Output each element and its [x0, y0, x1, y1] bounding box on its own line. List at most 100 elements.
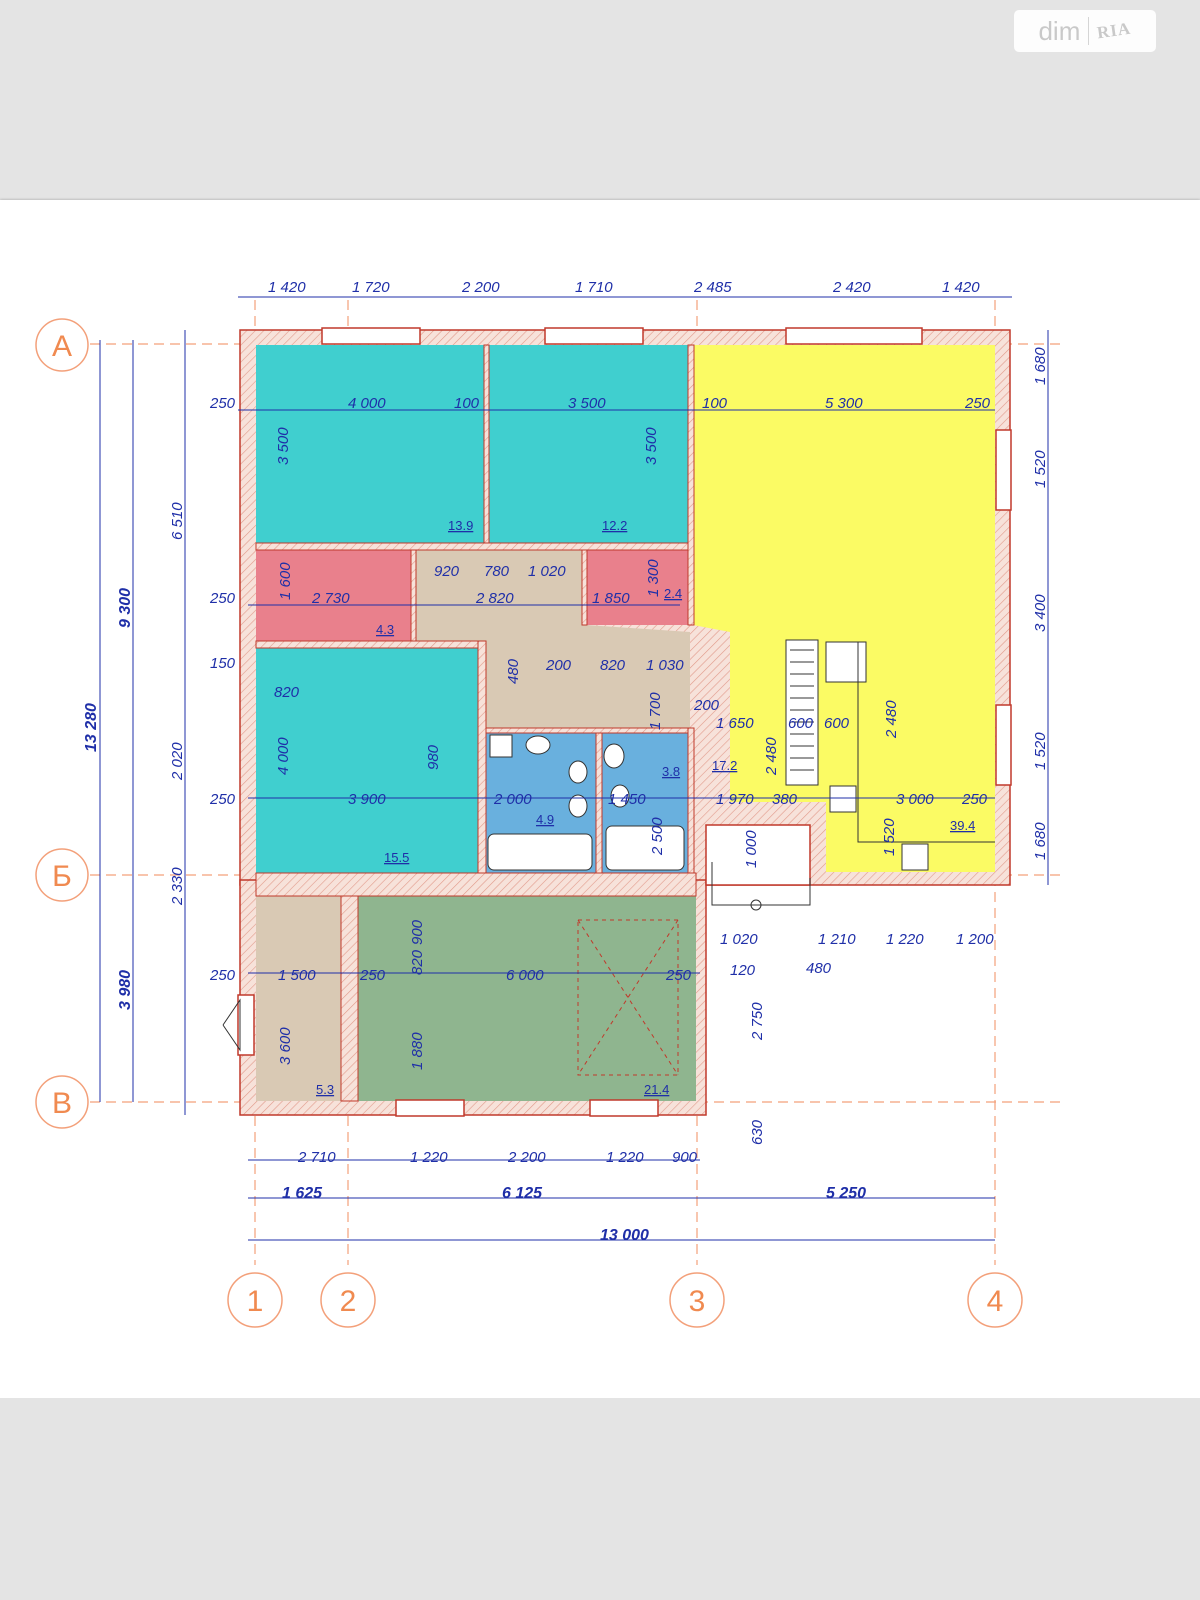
dim-hall-width: 2 820 [475, 590, 514, 607]
dim-left-c: 2 330 [169, 867, 186, 906]
dim-garage-900: 900 [409, 919, 426, 945]
dim-out-1200: 1 200 [956, 931, 994, 948]
dim-bottom-6: 1 625 [282, 1185, 323, 1202]
dim-380: 380 [772, 791, 798, 808]
entry-recess [705, 824, 811, 886]
bottom-background [0, 1398, 1200, 1600]
dim-r2-width: 3 500 [568, 395, 606, 412]
axis-bubble-v [35, 1075, 89, 1129]
dim-top-1: 1 420 [268, 279, 306, 296]
dim-600b: 600 [824, 715, 850, 732]
dims-left: 13 280 9 300 3 980 6 510 2 020 2 330 [83, 502, 186, 1010]
garage-skylight [577, 919, 679, 1076]
dim-hall2: 1 970 [716, 791, 754, 808]
kitchen-layout [785, 639, 995, 871]
axis-label-1: 1 [247, 1285, 264, 1318]
dim-top-6: 2 420 [832, 279, 871, 296]
bedroom-3-fill [256, 648, 478, 873]
dim-right-5: 1 680 [1032, 822, 1049, 860]
dim-w2-width: 1 850 [592, 590, 630, 607]
dim-w2-height: 1 300 [645, 559, 662, 597]
stair-treads [790, 649, 814, 771]
bathtub-2-icon [605, 825, 685, 871]
dim-top-4: 1 710 [575, 279, 613, 296]
dim-bottom-7: 6 125 [502, 1185, 543, 1202]
bedroom-2-fill [488, 345, 688, 543]
area-bedroom-2: 12.2 [602, 518, 627, 533]
dims-right: 1 680 1 520 3 400 1 520 1 680 [1032, 347, 1049, 860]
dim-kit-250: 250 [961, 791, 988, 808]
dim-top-5: 2 485 [693, 279, 732, 296]
axis-bubble-4 [967, 1272, 1023, 1328]
dim-left-lower: 3 980 [117, 970, 134, 1010]
shower-icon [489, 734, 513, 758]
dim-1030: 1 030 [646, 657, 684, 674]
area-garage: 21.4 [644, 1082, 669, 1097]
dim-b2-width: 1 450 [608, 791, 646, 808]
interior-walls [255, 344, 697, 1102]
radiator-stair [785, 639, 819, 786]
dim-bottom-5: 900 [672, 1149, 698, 1166]
dim-left-250-4: 250 [209, 967, 236, 984]
dim-left-250-2: 250 [209, 590, 236, 607]
stove-icon [829, 785, 857, 813]
dim-w1-width: 2 730 [311, 590, 350, 607]
dim-out-1220: 1 220 [886, 931, 924, 948]
dim-kit-2480: 2 480 [883, 700, 900, 739]
dim-left-upper: 9 300 [117, 588, 134, 628]
living-room-fill [693, 345, 995, 872]
dim-porch-height: 3 600 [277, 1027, 294, 1065]
axis-label-3: 3 [689, 1285, 706, 1318]
dim-liv-250: 250 [964, 395, 991, 412]
watermark-brand: dim [1038, 15, 1081, 46]
dims-inner: 4 000 3 500 3 500 3 500 100 5 300 250 25… [209, 395, 994, 1145]
area-living: 39.4 [950, 818, 975, 833]
dim-b2-height: 2 500 [649, 817, 666, 856]
fridge [825, 641, 867, 683]
axis-markers: А Б В 1 2 3 4 [35, 318, 1023, 1328]
dim-600a: 600 [788, 715, 814, 732]
area-bedroom-3: 15.5 [384, 850, 409, 865]
wardrobe-1-fill [256, 550, 411, 641]
dim-door-1020: 1 020 [528, 563, 566, 580]
axis-bubble-b [35, 848, 89, 902]
dim-200: 200 [545, 657, 572, 674]
area-bathroom-2: 3.8 [662, 764, 680, 779]
area-wardrobe-2: 2.4 [664, 586, 682, 601]
dim-out-2750: 2 750 [749, 1002, 766, 1041]
toilet-1-icon [568, 760, 588, 784]
area-bedroom-1: 13.9 [448, 518, 473, 533]
dim-bottom-8: 5 250 [826, 1185, 866, 1202]
dim-right-3: 3 400 [1032, 594, 1049, 632]
dim-kit-3000: 3 000 [896, 791, 934, 808]
wardrobe-2-fill [586, 550, 688, 625]
bathroom-fixtures [487, 734, 685, 871]
dim-hall-2480: 2 480 [763, 737, 780, 776]
dim-r3-width: 3 900 [348, 791, 386, 808]
dimria-watermark: dim RIA [1014, 10, 1156, 52]
dimension-lines [99, 296, 1049, 1241]
rooms [256, 345, 995, 1101]
dim-r1-width: 4 000 [348, 395, 386, 412]
dim-garage-height: 1 880 [409, 1032, 426, 1070]
dims-top: 1 420 1 720 2 200 1 710 2 485 2 420 1 42… [268, 279, 980, 296]
dim-out-1210: 1 210 [818, 931, 856, 948]
dim-porch-width: 1 500 [278, 967, 316, 984]
dim-480: 480 [505, 658, 522, 684]
dim-right-2: 1 520 [1032, 450, 1049, 488]
top-background [0, 0, 1200, 198]
axis-bubble-2 [320, 1272, 376, 1328]
dim-1520: 1 520 [881, 818, 898, 856]
bedroom-1-fill [256, 345, 484, 543]
dim-left-a: 6 510 [169, 502, 186, 540]
dim-garage-820: 820 [409, 949, 426, 975]
dim-w1-height: 1 600 [277, 562, 294, 600]
dims-bottom: 2 710 1 220 2 200 1 220 900 1 625 6 125 … [282, 1149, 866, 1244]
dim-liv-100: 100 [702, 395, 728, 412]
dim-door-920: 920 [434, 563, 460, 580]
dim-bottom-total: 13 000 [600, 1227, 649, 1244]
dim-980: 980 [425, 744, 442, 770]
area-wardrobe-1: 4.3 [376, 622, 394, 637]
dim-garage-width: 6 000 [506, 967, 544, 984]
